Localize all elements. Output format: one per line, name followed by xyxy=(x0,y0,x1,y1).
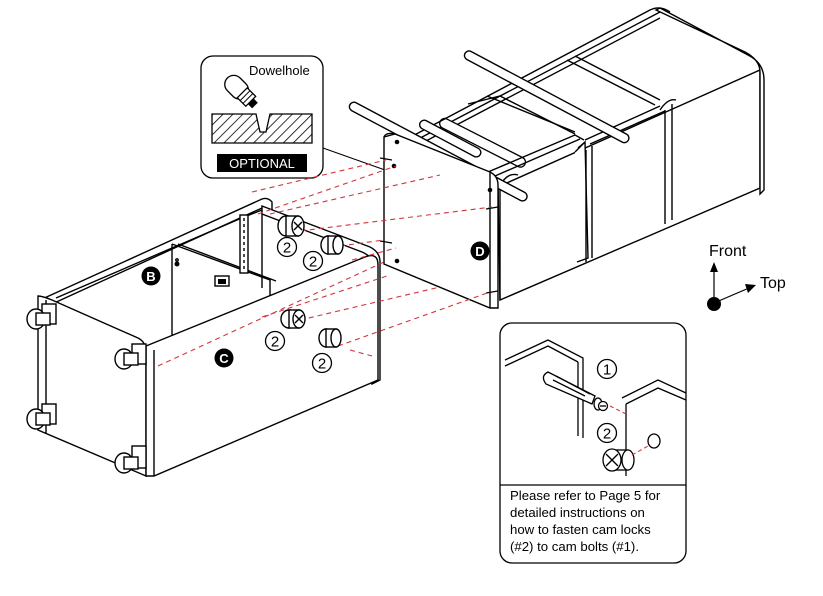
cam-lock-detail-icon xyxy=(602,433,661,472)
top-label: Top xyxy=(760,275,786,292)
instruction-line: detailed instructions on xyxy=(510,505,645,520)
alignment-guides xyxy=(157,159,493,367)
svg-text:2: 2 xyxy=(271,334,279,351)
part-label-b: B xyxy=(141,266,161,286)
cam-lock-number: 2 xyxy=(311,352,333,374)
origin-dot-icon xyxy=(707,297,721,311)
foot-icon xyxy=(114,343,147,370)
cam-bolt-number: 1 xyxy=(596,358,618,380)
inset-leader-line xyxy=(322,147,386,171)
instruction-line: how to fasten cam locks xyxy=(510,522,651,537)
svg-text:2: 2 xyxy=(283,240,291,257)
dowelhole-title: Dowelhole xyxy=(249,63,310,78)
svg-text:2: 2 xyxy=(603,426,611,443)
svg-text:2: 2 xyxy=(309,254,317,271)
foot-icon xyxy=(26,303,57,330)
cam-lock-icon xyxy=(320,235,344,255)
arrow-up-icon xyxy=(710,262,718,272)
part-label-d: D xyxy=(470,241,490,261)
dowel-icon xyxy=(224,74,258,109)
optional-badge-label: OPTIONAL xyxy=(229,156,295,171)
instruction-line: (#2) to cam bolts (#1). xyxy=(510,539,639,554)
cam-callout: 1 2 xyxy=(499,322,687,564)
cam-lock-number: 2 xyxy=(302,250,324,272)
cam-lock-icon xyxy=(277,215,305,237)
caster-feet xyxy=(26,303,147,474)
instruction-line: Please refer to Page 5 for xyxy=(510,488,661,503)
cam-lock-number: 2 xyxy=(276,236,298,258)
dowelhole-inset: Dowelhole OPTIONAL xyxy=(200,55,386,179)
arrow-right-icon xyxy=(745,284,756,293)
optional-badge xyxy=(217,154,307,172)
svg-text:2: 2 xyxy=(318,356,326,373)
orientation-indicator: Front Top xyxy=(707,243,786,311)
foot-icon xyxy=(114,445,147,474)
cam-locks xyxy=(277,215,344,348)
svg-text:C: C xyxy=(219,351,229,366)
foot-icon xyxy=(26,403,57,430)
board-section xyxy=(211,113,313,144)
cam-lock-icon xyxy=(280,309,306,329)
shelf-unit-d xyxy=(348,7,765,309)
svg-text:1: 1 xyxy=(603,362,611,379)
cam-lock-icon xyxy=(318,328,342,348)
front-label: Front xyxy=(709,243,747,260)
cam-lock-number: 2 xyxy=(596,422,618,444)
part-label-c: C xyxy=(214,348,234,368)
svg-text:B: B xyxy=(146,269,155,284)
svg-text:D: D xyxy=(475,244,484,259)
cam-callout-instructions: Please refer to Page 5 for detailed inst… xyxy=(510,487,686,555)
cam-bolt-icon xyxy=(542,371,609,412)
hardware-numbers: 2 2 2 2 xyxy=(264,236,333,374)
cam-lock-number: 2 xyxy=(264,330,286,352)
